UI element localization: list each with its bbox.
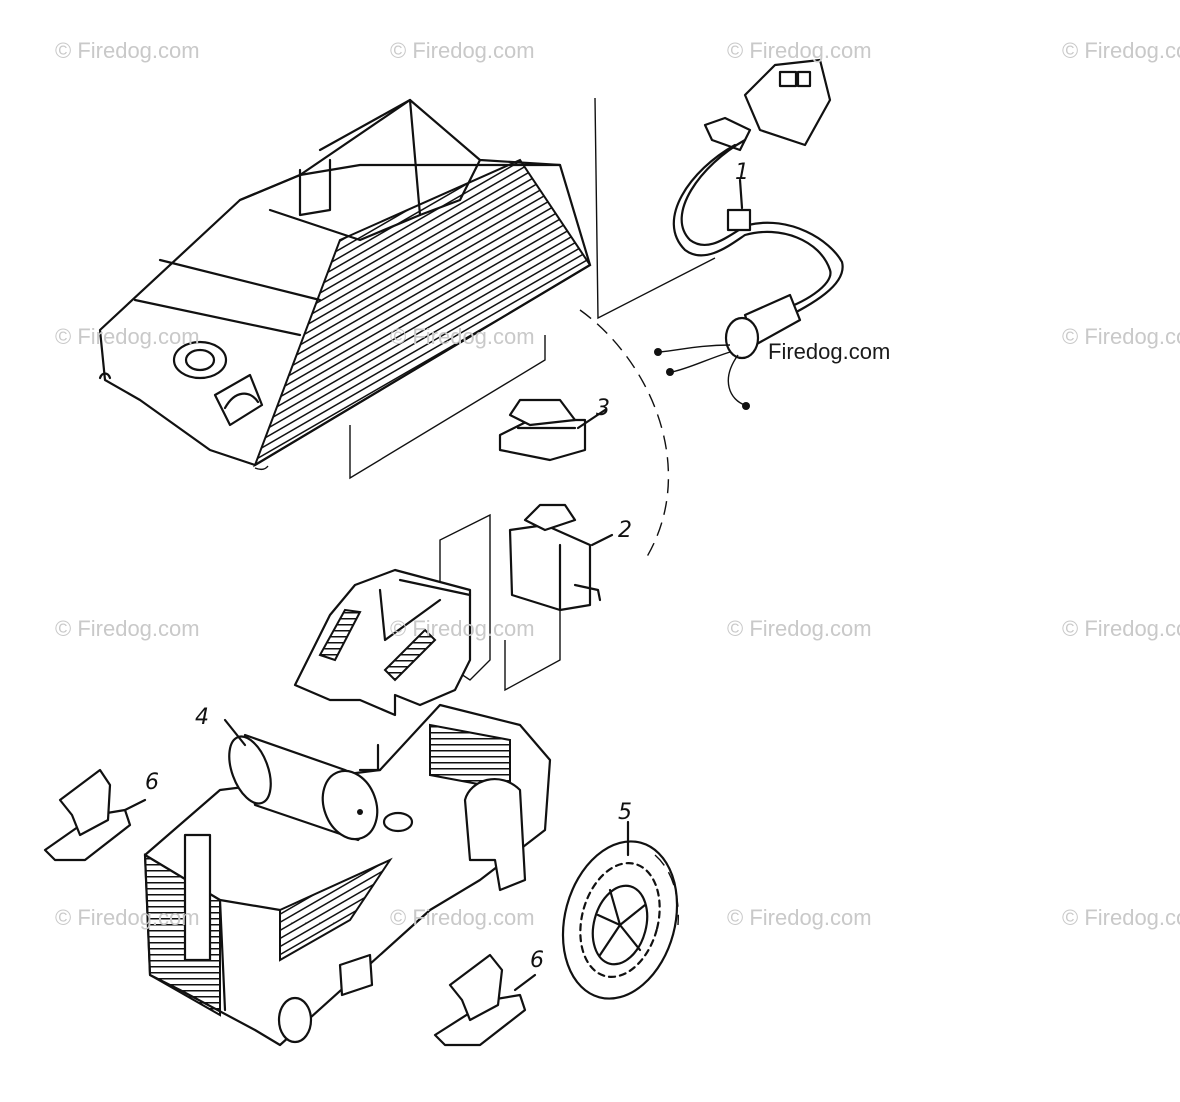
- power-cord-icon: [654, 58, 844, 410]
- callout-5: 5: [618, 800, 632, 825]
- watermark: © Firedog.com: [390, 905, 535, 930]
- handle-frame-icon: [293, 568, 472, 717]
- capacitor-icon: [223, 718, 379, 842]
- switch-cover-icon: [498, 398, 607, 462]
- watermark: © Firedog.com: [727, 38, 872, 63]
- watermark: © Firedog.com: [1062, 324, 1180, 349]
- watermark: © Firedog.com: [390, 324, 535, 349]
- watermark: © Firedog.com: [727, 616, 872, 641]
- callout-3: 3: [596, 396, 610, 421]
- watermark: © Firedog.com: [390, 616, 535, 641]
- callout-4: 4: [195, 705, 209, 730]
- watermark: © Firedog.com: [1062, 616, 1180, 641]
- watermark: © Firedog.com: [727, 905, 872, 930]
- watermark: © Firedog.com: [55, 905, 200, 930]
- switch-icon: [508, 503, 614, 612]
- foot-icon-right: [433, 953, 537, 1047]
- watermark: © Firedog.com: [55, 616, 200, 641]
- watermark-inline: Firedog.com: [768, 339, 891, 364]
- foot-icon-left: [43, 768, 147, 862]
- watermark: © Firedog.com: [55, 38, 200, 63]
- top-housing-icon: [98, 98, 592, 468]
- watermark: © Firedog.com: [390, 38, 535, 63]
- callout-6-right: 6: [530, 948, 544, 973]
- callout-1: 1: [735, 160, 749, 185]
- wheel-icon: [561, 820, 679, 1000]
- callout-6-left: 6: [145, 770, 159, 795]
- watermark: © Firedog.com: [1062, 38, 1180, 63]
- callout-2: 2: [618, 518, 632, 543]
- watermark: © Firedog.com: [1062, 905, 1180, 930]
- watermark: © Firedog.com: [55, 324, 200, 349]
